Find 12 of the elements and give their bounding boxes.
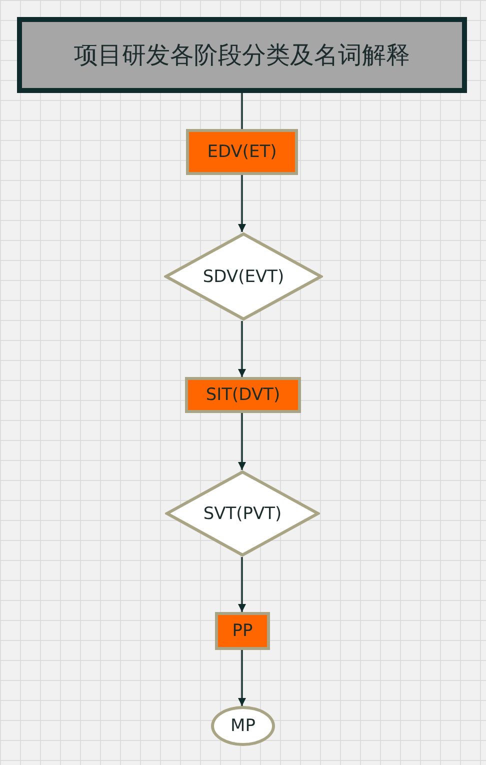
process-box: EDV(ET) bbox=[186, 129, 298, 175]
decision-diamond: SDV(EVT) bbox=[164, 232, 323, 321]
arrow bbox=[238, 650, 246, 706]
process-box: SIT(DVT) bbox=[185, 377, 301, 413]
arrow bbox=[238, 557, 246, 612]
connector-line bbox=[241, 93, 243, 129]
arrow bbox=[238, 321, 246, 377]
title-box: 项目研发各阶段分类及名词解释 bbox=[17, 17, 467, 93]
arrow bbox=[238, 413, 246, 470]
arrow bbox=[238, 175, 246, 232]
process-box: PP bbox=[215, 612, 270, 650]
decision-diamond: SVT(PVT) bbox=[165, 470, 320, 557]
